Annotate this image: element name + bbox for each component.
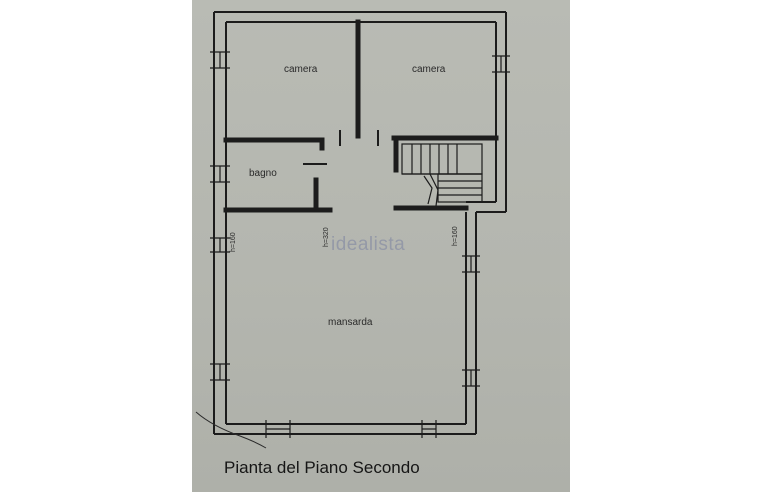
room-label-camera-left: camera [284, 64, 318, 75]
idealista-watermark: idealista [331, 234, 406, 255]
windows-left-wall [210, 51, 230, 381]
plan-title: Pianta del Piano Secondo [224, 458, 420, 477]
windows-bottom-wall [265, 420, 437, 438]
room-label-bagno: bagno [249, 168, 277, 179]
staircase [401, 143, 483, 207]
door-marks [303, 130, 379, 165]
room-label-mansarda: mansarda [328, 317, 373, 328]
room-label-camera-right: camera [412, 64, 446, 75]
windows-right-wall [462, 55, 510, 387]
height-label-center: h=320 [323, 227, 330, 247]
height-label-right: h=160 [452, 226, 459, 246]
interior-walls [223, 19, 499, 213]
height-label-left: h=160 [230, 232, 237, 252]
pencil-arc [195, 411, 267, 449]
